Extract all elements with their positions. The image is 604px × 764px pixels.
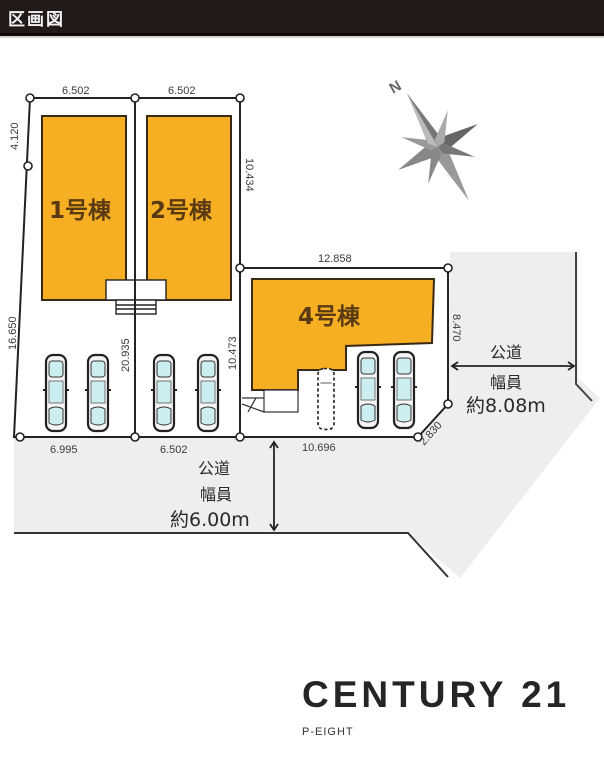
south-road-label-1: 公道: [198, 459, 230, 478]
car-icon: [193, 353, 223, 433]
header-divider: [0, 36, 604, 38]
south-road-width-marker: [269, 440, 279, 532]
building-2: [146, 115, 232, 301]
dim-top-lot1: 6.502: [62, 85, 90, 97]
dim-lot4-right: 8.470: [450, 314, 462, 342]
lot-boundaries: [12, 97, 449, 438]
dim-top-lot2: 6.502: [168, 85, 196, 97]
east-road-label-1: 公道: [490, 343, 522, 362]
east-road-width: 約8.08m: [466, 395, 546, 417]
dim-lot2-right: 10.434: [243, 158, 255, 192]
east-road-width-marker: [450, 361, 576, 371]
dim-lots-divider: 20.935: [120, 338, 132, 372]
dim-bottom-lot1: 6.995: [50, 444, 78, 456]
east-road-top: [450, 252, 578, 382]
dim-left-upper: 4.120: [9, 122, 21, 150]
page-title: 区画図: [8, 10, 65, 30]
car-icon: [41, 353, 71, 433]
car-icon: [389, 350, 419, 430]
dim-bottom-lot4: 10.696: [302, 442, 336, 454]
dim-lot4-left: 10.473: [227, 336, 239, 370]
south-road-width: 約6.00m: [170, 509, 250, 531]
compass-rose-icon: [398, 93, 478, 201]
dim-left-lower: 16.650: [7, 316, 19, 350]
building-1-label: 1号棟: [49, 198, 112, 224]
car-icon: [353, 350, 383, 430]
boundary-markers: [15, 93, 453, 442]
building-4-label: 4号棟: [298, 304, 361, 330]
logo-brand: CENTURY 21: [302, 674, 571, 715]
building-1: [41, 115, 127, 301]
east-road-label-2: 幅員: [490, 373, 522, 392]
north-label: N: [387, 77, 405, 97]
building-2-label: 2号棟: [150, 198, 213, 224]
entrance-4: [241, 389, 299, 413]
logo-branch: P-EIGHT: [302, 726, 354, 738]
dim-bottom-lot2: 6.502: [160, 444, 188, 456]
header-bar: 区画図: [0, 0, 604, 36]
car-icon: [83, 353, 113, 433]
car-icon: [149, 353, 179, 433]
south-road-label-2: 幅員: [200, 485, 232, 504]
car-icon-dashed: [317, 367, 335, 431]
entrance-12: [105, 279, 167, 316]
dim-lot4-top: 12.858: [318, 253, 352, 265]
company-logo: CENTURY 21 P-EIGHT: [290, 664, 594, 754]
